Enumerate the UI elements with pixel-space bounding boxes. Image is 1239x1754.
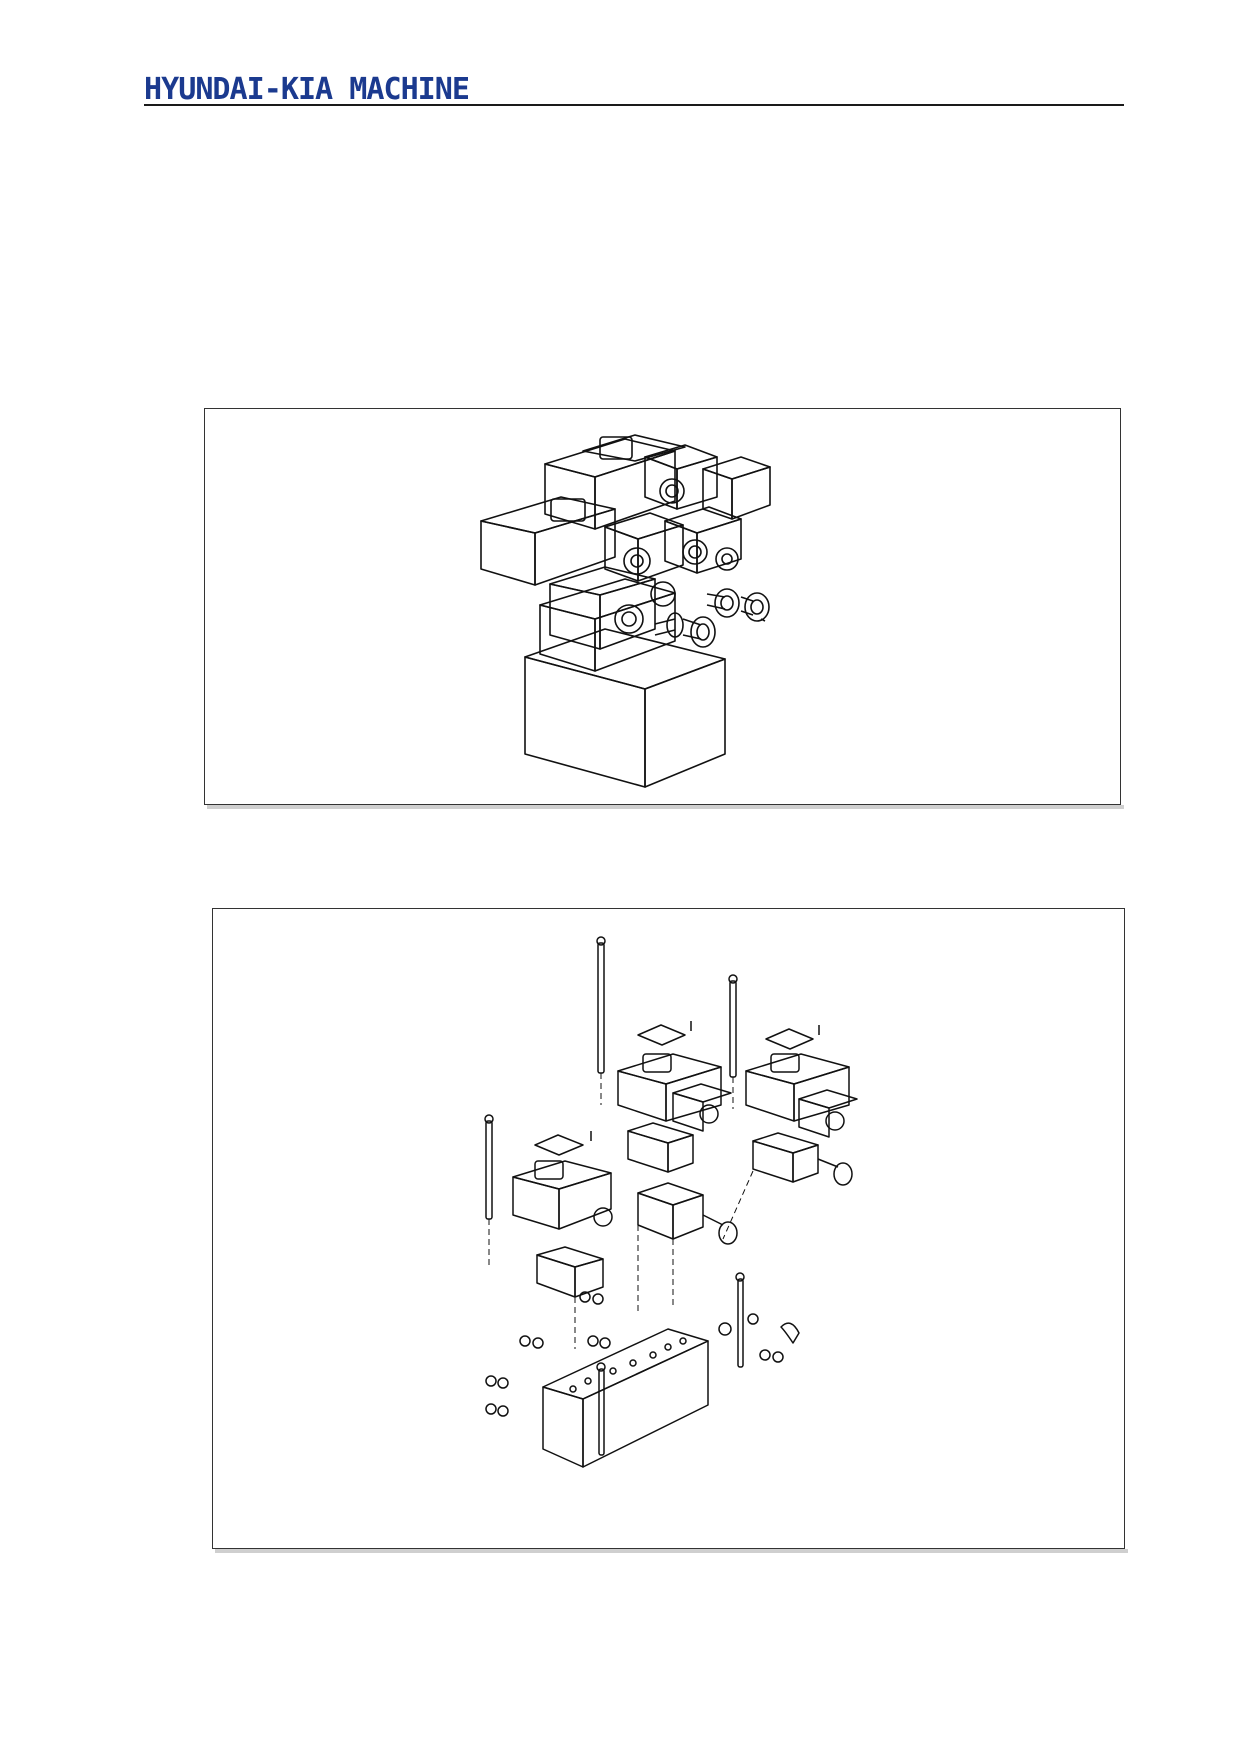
- valve-upper-left: [617, 1053, 732, 1132]
- company-logo-wordmark: HYUNDAI-KIA MACHINE: [144, 72, 470, 106]
- middle-valve: [480, 496, 742, 586]
- adjuster-knobs: [654, 588, 770, 648]
- fittings: [485, 1291, 800, 1417]
- exploded-valve-drawing: [484, 936, 858, 1468]
- rear-valve: [544, 434, 771, 530]
- alignment-lines: [488, 1073, 754, 1349]
- tie-bolts: [484, 936, 745, 1456]
- company-logo: HYUNDAI-KIA MACHINE: [144, 72, 484, 110]
- manifold-block: [524, 628, 726, 788]
- sandwich-blocks: [536, 1122, 853, 1298]
- figure-shadow: [215, 1549, 1128, 1553]
- figure-shadow: [207, 805, 1124, 809]
- front-valve: [549, 566, 676, 650]
- gasket-plates: [534, 1021, 820, 1156]
- valve-left: [512, 1160, 613, 1230]
- header-divider: [144, 104, 1124, 106]
- assembled-valve-drawing: [480, 434, 771, 788]
- base-manifold: [542, 1328, 709, 1468]
- valve-upper-right: [745, 1053, 858, 1138]
- figure-assembled-valve: [204, 408, 1121, 805]
- logo-text: HYUNDAI-KIA MACHINE: [144, 72, 469, 106]
- figure-exploded-valve: [212, 908, 1125, 1549]
